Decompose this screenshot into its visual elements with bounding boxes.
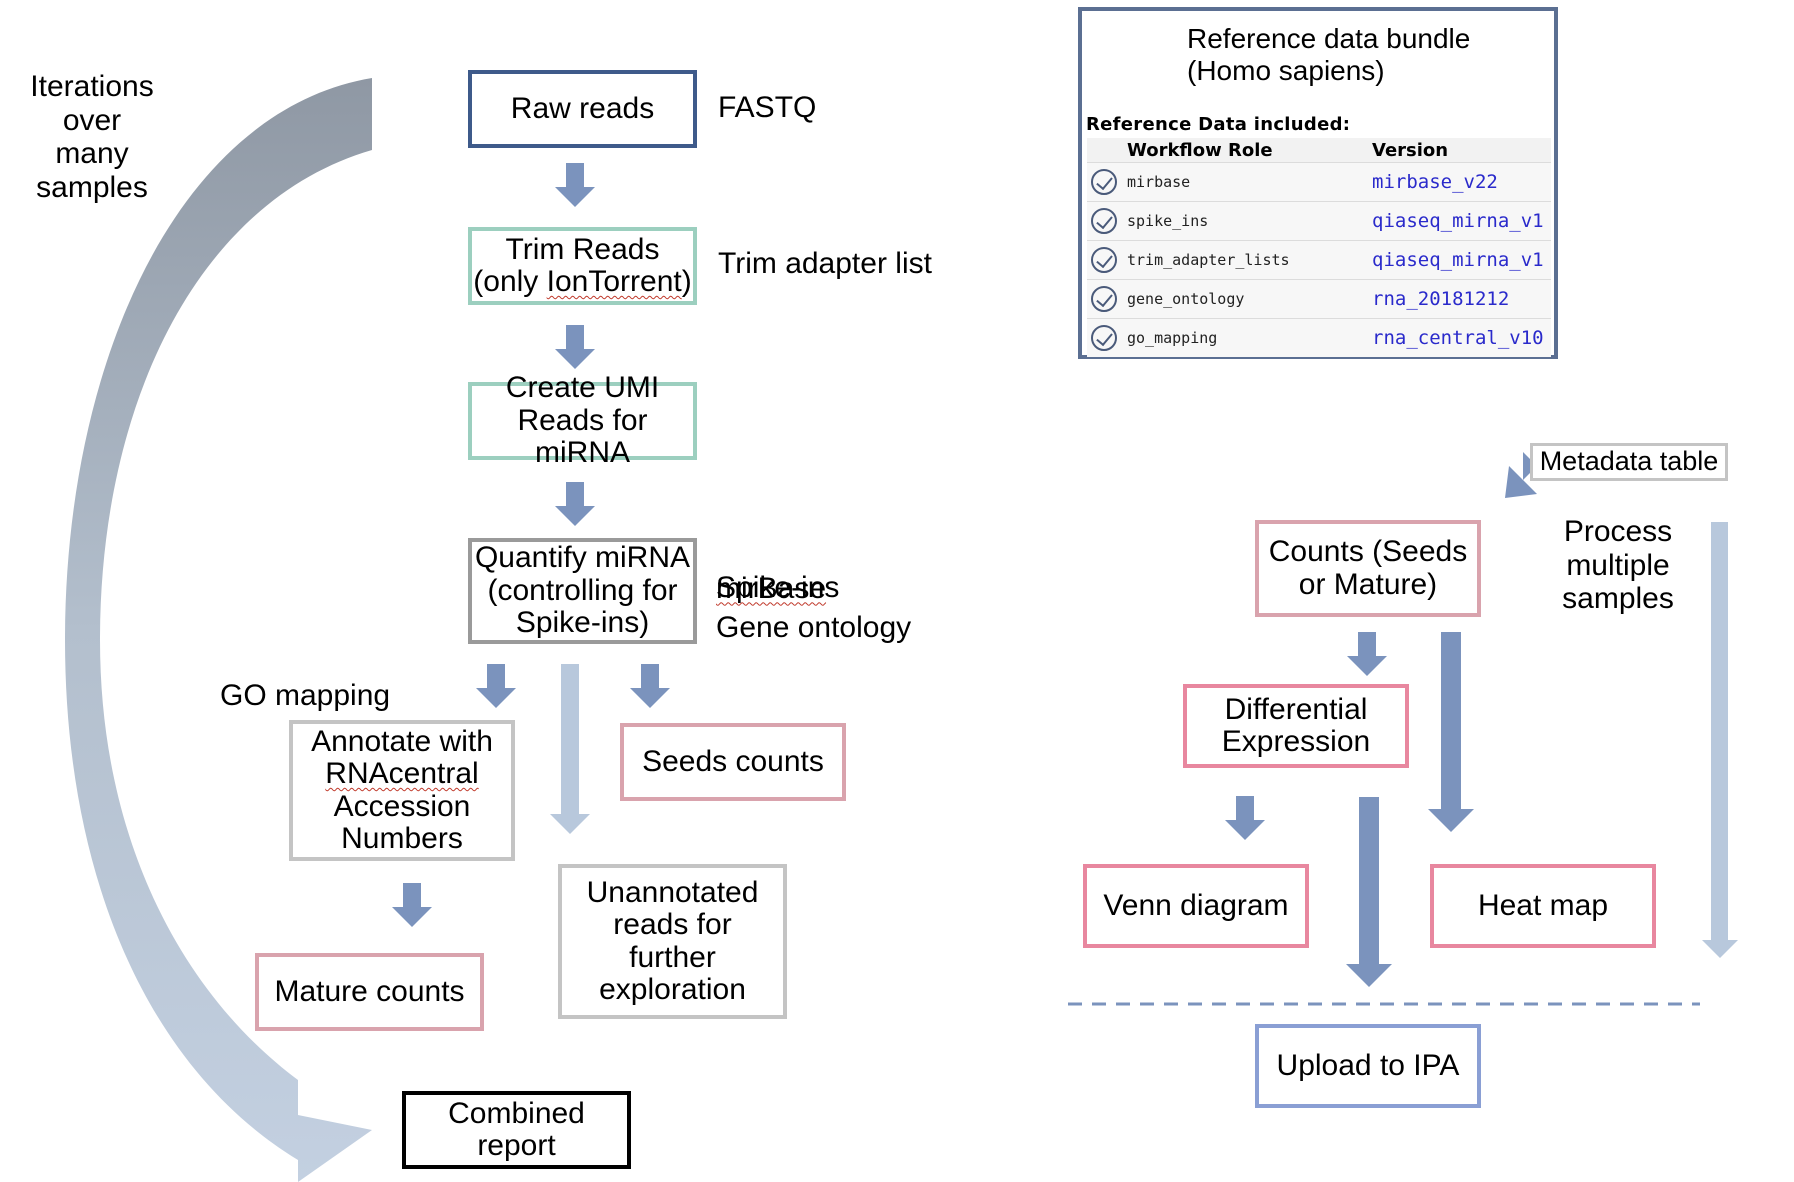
arrow-metadata-to-counts bbox=[1505, 452, 1537, 498]
gene-ontology-label: Gene ontology bbox=[716, 611, 912, 644]
spike-ins-label: Spike-ins bbox=[716, 571, 840, 604]
checkmark-icon bbox=[1091, 286, 1117, 312]
reference-data-panel: Reference data bundle (Homo sapiens) Ref… bbox=[1078, 7, 1558, 359]
annotate-line1: Annotate with bbox=[311, 724, 493, 758]
mirbase-word: mirBase bbox=[716, 571, 827, 605]
venn-diagram-text: Venn diagram bbox=[1103, 888, 1289, 922]
mature-counts-box: Mature counts bbox=[255, 953, 484, 1031]
role-cell: gene_ontology bbox=[1127, 279, 1372, 319]
arrow-umi-to-quantify bbox=[555, 482, 595, 526]
metadata-table-text: Metadata table bbox=[1539, 446, 1719, 477]
differential-expression-text: Differential Expression bbox=[1221, 692, 1371, 758]
raw-reads-box: Raw reads bbox=[468, 70, 697, 148]
counts-box: Counts (Seeds or Mature) bbox=[1255, 520, 1481, 617]
arrow-quantify-to-unannotated bbox=[550, 664, 590, 834]
role-cell: trim_adapter_lists bbox=[1127, 240, 1372, 280]
unannotated-reads-box: Unannotated reads for further exploratio… bbox=[558, 864, 787, 1019]
seeds-counts-box: Seeds counts bbox=[620, 723, 846, 801]
combined-report-text: Combined report bbox=[448, 1096, 585, 1162]
role-cell: go_mapping bbox=[1127, 318, 1372, 357]
version-link[interactable]: rna_central_v10 bbox=[1372, 318, 1551, 357]
version-link[interactable]: mirbase_v22 bbox=[1372, 162, 1551, 202]
table-row: gene_ontology rna_20181212 bbox=[1087, 279, 1551, 319]
unannotated-reads-text: Unannotated reads for further exploratio… bbox=[586, 875, 759, 1006]
col-version: Version bbox=[1372, 138, 1551, 163]
trim-adapter-list-label: Trim adapter list bbox=[718, 247, 932, 280]
arrow-quantify-to-annotate bbox=[476, 664, 516, 708]
role-cell: mirbase bbox=[1127, 162, 1372, 202]
arrow-quantify-to-seeds bbox=[630, 664, 670, 708]
checkmark-icon bbox=[1091, 169, 1117, 195]
heat-map-box: Heat map bbox=[1430, 864, 1656, 948]
annotate-rnacentral-box: Annotate with RNAcentral Accession Numbe… bbox=[289, 720, 515, 861]
table-row: spike_ins qiaseq_mirna_v1 bbox=[1087, 201, 1551, 241]
reference-panel-title: Reference data bundle (Homo sapiens) bbox=[1187, 23, 1471, 87]
reference-panel-subtitle: Reference Data included: bbox=[1086, 114, 1351, 135]
trim-reads-box: Trim Reads (only IonTorrent) bbox=[468, 227, 697, 305]
annotate-rest: Accession Numbers bbox=[333, 789, 471, 855]
rnacentral-word: RNAcentral bbox=[325, 757, 479, 791]
reference-data-table: Workflow Role Version mirbase mirbase_v2… bbox=[1087, 138, 1551, 357]
arrow-raw-to-trim bbox=[555, 163, 595, 207]
col-workflow-role: Workflow Role bbox=[1127, 138, 1372, 163]
mature-counts-text: Mature counts bbox=[274, 974, 465, 1008]
quantify-mirna-box: Quantify miRNA (controlling for Spike-in… bbox=[468, 538, 697, 644]
arrow-de-to-venn bbox=[1225, 796, 1265, 840]
heat-map-text: Heat map bbox=[1477, 888, 1609, 922]
mirbase-label: mirBase bbox=[716, 528, 826, 609]
checkmark-icon bbox=[1091, 325, 1117, 351]
arrow-trim-to-umi bbox=[555, 325, 595, 369]
raw-reads-text: Raw reads bbox=[510, 91, 655, 125]
iontorrent-word: IonTorrent bbox=[546, 265, 682, 298]
create-umi-text: Create UMI Reads for miRNA bbox=[505, 371, 660, 470]
arrow-annotate-to-mature bbox=[392, 883, 432, 927]
go-mapping-label: GO mapping bbox=[220, 679, 391, 712]
table-row: go_mapping rna_central_v10 bbox=[1087, 318, 1551, 357]
trim-reads-line1: Trim Reads bbox=[505, 232, 660, 266]
combined-report-box: Combined report bbox=[402, 1091, 631, 1169]
process-multiple-samples-label: Process multiple samples bbox=[1562, 515, 1674, 616]
arrow-de-to-ipa bbox=[1346, 797, 1392, 987]
upload-ipa-text: Upload to IPA bbox=[1276, 1048, 1460, 1082]
upload-ipa-box: Upload to IPA bbox=[1255, 1024, 1481, 1108]
checkmark-icon bbox=[1091, 247, 1117, 273]
arrow-process-multiple bbox=[1702, 522, 1738, 958]
iteration-arc-arrow bbox=[65, 78, 372, 1182]
counts-text: Counts (Seeds or Mature) bbox=[1268, 535, 1468, 601]
table-row: trim_adapter_lists qiaseq_mirna_v1 bbox=[1087, 240, 1551, 280]
checkmark-icon bbox=[1091, 208, 1117, 234]
role-cell: spike_ins bbox=[1127, 201, 1372, 241]
metadata-table-box: Metadata table bbox=[1530, 443, 1728, 481]
create-umi-box: Create UMI Reads for miRNA bbox=[468, 372, 697, 469]
differential-expression-box: Differential Expression bbox=[1183, 684, 1409, 768]
arrow-counts-to-heatmap bbox=[1428, 632, 1474, 832]
version-link[interactable]: rna_20181212 bbox=[1372, 279, 1551, 319]
version-link[interactable]: qiaseq_mirna_v1 bbox=[1372, 240, 1551, 280]
iterations-label: Iterations over many samples bbox=[30, 70, 154, 204]
fastq-label: FASTQ bbox=[718, 91, 817, 124]
table-header-row: Workflow Role Version bbox=[1087, 138, 1551, 163]
venn-diagram-box: Venn diagram bbox=[1083, 864, 1309, 948]
trim-reads-line2: (only IonTorrent) bbox=[473, 265, 692, 298]
seeds-counts-text: Seeds counts bbox=[642, 744, 824, 778]
version-link[interactable]: qiaseq_mirna_v1 bbox=[1372, 201, 1551, 241]
quantify-mirna-text: Quantify miRNA (controlling for Spike-in… bbox=[474, 541, 691, 640]
table-row: mirbase mirbase_v22 bbox=[1087, 162, 1551, 202]
arrow-counts-to-de bbox=[1347, 632, 1387, 676]
